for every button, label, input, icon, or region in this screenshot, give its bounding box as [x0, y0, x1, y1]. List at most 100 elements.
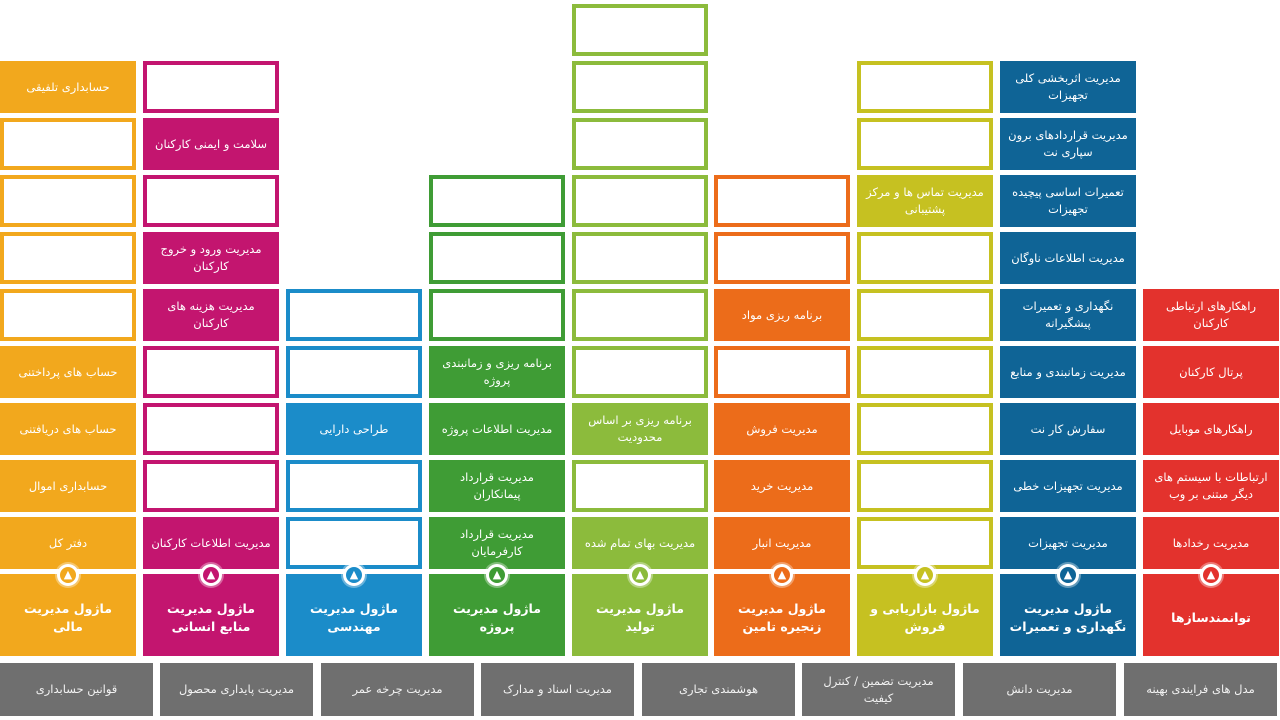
module-item: مدیریت بهای تمام شده: [572, 517, 708, 569]
module-item: طراحی دارایی: [286, 403, 422, 455]
empty-slot: [286, 289, 422, 341]
module-header: ماژول مدیریت تولید: [572, 574, 708, 656]
module-item: حسابداری اموال: [0, 460, 136, 512]
empty-slot: [857, 118, 993, 170]
column-marketing: مدیریت تماس ها و مرکز پشتیبانی ماژول بازا…: [857, 0, 993, 656]
empty-slot: [429, 289, 565, 341]
module-item: مدیریت تماس ها و مرکز پشتیبانی: [857, 175, 993, 227]
arrow-up-icon: ▲: [1060, 567, 1076, 583]
arrow-up-icon: ▲: [203, 567, 219, 583]
module-item: مدیریت ورود و خروج کارکنان: [143, 232, 279, 284]
module-item: حساب های پرداختنی: [0, 346, 136, 398]
arrow-up-icon: ▲: [346, 567, 362, 583]
arrow-up-icon: ▲: [917, 567, 933, 583]
empty-slot: [572, 460, 708, 512]
module-item: مدیریت زمانبندی و منابع: [1000, 346, 1136, 398]
module-item: مدیریت اطلاعات پروژه: [429, 403, 565, 455]
module-item: برنامه ریزی و زمانبندی پروژه: [429, 346, 565, 398]
module-item: راهکارهای موبایل: [1143, 403, 1279, 455]
footer-item: مدیریت اسناد و مدارک: [481, 663, 634, 716]
footer-item: مدیریت چرخه عمر: [321, 663, 474, 716]
empty-slot: [143, 346, 279, 398]
module-item: مدیریت قرارداد کارفرمایان: [429, 517, 565, 569]
arrow-up-icon: ▲: [774, 567, 790, 583]
module-header: ماژول مدیریت مالی: [0, 574, 136, 656]
module-item: مدیریت انبار: [714, 517, 850, 569]
empty-slot: [0, 289, 136, 341]
module-item: تعمیرات اساسی پیچیده تجهیزات: [1000, 175, 1136, 227]
empty-slot: [857, 346, 993, 398]
empty-slot: [143, 403, 279, 455]
empty-slot: [857, 289, 993, 341]
module-item: حسابداری تلفیقی: [0, 61, 136, 113]
empty-slot: [429, 175, 565, 227]
arrow-up-icon: ▲: [489, 567, 505, 583]
column-hr: سلامت و ایمنی کارکنان مدیریت ورود و خروج …: [143, 0, 279, 656]
module-item: ارتباطات با سیستم های دیگر مبتنی بر وب: [1143, 460, 1279, 512]
empty-slot: [714, 232, 850, 284]
empty-slot: [857, 517, 993, 569]
module-item: مدیریت تجهیزات خطی: [1000, 460, 1136, 512]
arrow-up-icon: ▲: [57, 564, 79, 586]
empty-slot: [286, 460, 422, 512]
empty-slot: [572, 232, 708, 284]
arrow-up-icon: ▲: [1057, 564, 1079, 586]
arrow-up-icon: ▲: [1203, 567, 1219, 583]
empty-slot: [286, 346, 422, 398]
module-item: مدیریت خرید: [714, 460, 850, 512]
module-item: مدیریت اثربخشی کلی تجهیزات: [1000, 61, 1136, 113]
module-header: ماژول مدیریت نگهداری و تعمیرات: [1000, 574, 1136, 656]
module-item: برنامه ریزی مواد: [714, 289, 850, 341]
module-header: توانمندسازها: [1143, 574, 1279, 656]
footer-item: هوشمندی تجاری: [642, 663, 795, 716]
arrow-up-icon: ▲: [629, 564, 651, 586]
arrow-up-icon: ▲: [771, 564, 793, 586]
module-item: مدیریت فروش: [714, 403, 850, 455]
module-item: مدیریت تجهیزات: [1000, 517, 1136, 569]
module-item: مدیریت قراردادهای برون سپاری نت: [1000, 118, 1136, 170]
empty-slot: [429, 232, 565, 284]
empty-slot: [857, 61, 993, 113]
empty-slot: [0, 175, 136, 227]
footer-item: مدیریت دانش: [963, 663, 1116, 716]
module-item: مدیریت اطلاعات ناوگان: [1000, 232, 1136, 284]
empty-slot: [857, 460, 993, 512]
module-header: ماژول مدیریت پروژه: [429, 574, 565, 656]
empty-slot: [572, 289, 708, 341]
module-item: سلامت و ایمنی کارکنان: [143, 118, 279, 170]
empty-slot: [857, 232, 993, 284]
arrow-up-icon: ▲: [914, 564, 936, 586]
module-header: ماژول مدیریت زنجیره تامین: [714, 574, 850, 656]
module-item: راهکارهای ارتباطی کارکنان: [1143, 289, 1279, 341]
empty-slot: [286, 517, 422, 569]
module-item: نگهداری و تعمیرات پیشگیرانه: [1000, 289, 1136, 341]
module-item: مدیریت اطلاعات کارکنان: [143, 517, 279, 569]
empty-slot: [143, 175, 279, 227]
empty-slot: [572, 346, 708, 398]
empty-slot: [572, 61, 708, 113]
module-item: پرتال کارکنان: [1143, 346, 1279, 398]
arrow-up-icon: ▲: [486, 564, 508, 586]
arrow-up-icon: ▲: [1200, 564, 1222, 586]
arrow-up-icon: ▲: [60, 567, 76, 583]
footer-item: مدل های فرایندی بهینه: [1124, 663, 1277, 716]
arrow-up-icon: ▲: [343, 564, 365, 586]
empty-slot: [572, 118, 708, 170]
empty-slot: [0, 232, 136, 284]
footer-item: مدیریت پایداری محصول: [160, 663, 313, 716]
module-header: ماژول بازاریابی و فروش: [857, 574, 993, 656]
arrow-up-icon: ▲: [200, 564, 222, 586]
module-item: مدیریت قرارداد پیمانکاران: [429, 460, 565, 512]
empty-slot: [714, 346, 850, 398]
empty-slot: [143, 61, 279, 113]
footer-item: مدیریت تضمین / کنترل کیفیت: [802, 663, 955, 716]
empty-slot: [143, 460, 279, 512]
empty-slot: [857, 403, 993, 455]
empty-slot: [572, 4, 708, 56]
